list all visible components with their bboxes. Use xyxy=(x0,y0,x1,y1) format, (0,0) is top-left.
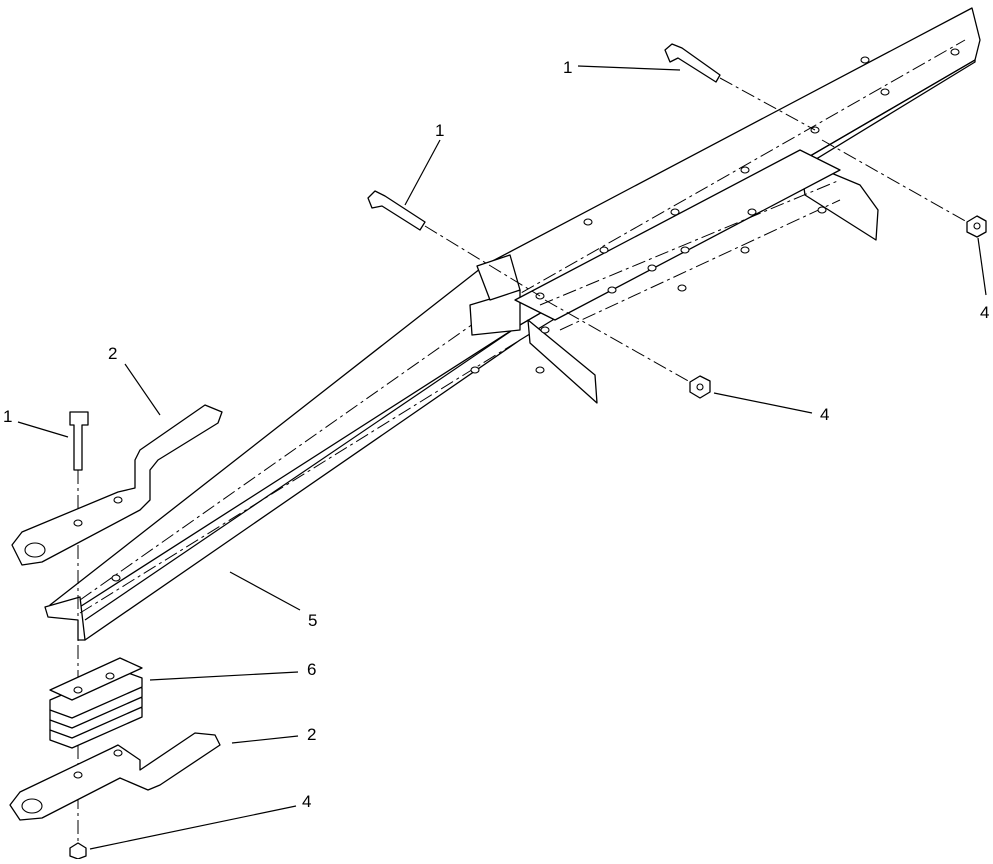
callout-1-middle[interactable]: 1 xyxy=(404,121,444,206)
callout-1-left[interactable]: 1 xyxy=(3,407,69,438)
callout-label: 1 xyxy=(563,58,572,77)
nut-right xyxy=(821,139,987,238)
callout-4-middle[interactable]: 4 xyxy=(713,392,829,424)
channel-frame xyxy=(44,7,981,641)
callout-label: 4 xyxy=(820,405,829,424)
callout-2-lower[interactable]: 2 xyxy=(231,725,316,744)
callout-6[interactable]: 6 xyxy=(149,660,316,681)
callout-label: 2 xyxy=(307,725,316,744)
callout-2-upper[interactable]: 2 xyxy=(108,344,161,416)
callout-label: 4 xyxy=(302,792,311,811)
shim-stack xyxy=(49,657,143,749)
nut-bottom xyxy=(69,842,87,860)
callout-4-right[interactable]: 4 xyxy=(977,237,989,322)
bracket-upper xyxy=(11,404,223,566)
callout-4-bottom[interactable]: 4 xyxy=(89,792,311,850)
callout-label: 2 xyxy=(108,344,117,363)
bolt-middle xyxy=(367,190,541,297)
bolt-top-right xyxy=(664,43,816,131)
nut-middle xyxy=(544,299,711,399)
bracket-lower xyxy=(9,732,221,821)
callout-1-top-right[interactable]: 1 xyxy=(563,58,681,77)
callout-label: 5 xyxy=(308,611,317,630)
callout-label: 6 xyxy=(307,660,316,679)
callout-5[interactable]: 5 xyxy=(229,571,317,630)
callout-label: 1 xyxy=(435,121,444,140)
callout-label: 1 xyxy=(3,407,12,426)
callout-label: 4 xyxy=(980,303,989,322)
